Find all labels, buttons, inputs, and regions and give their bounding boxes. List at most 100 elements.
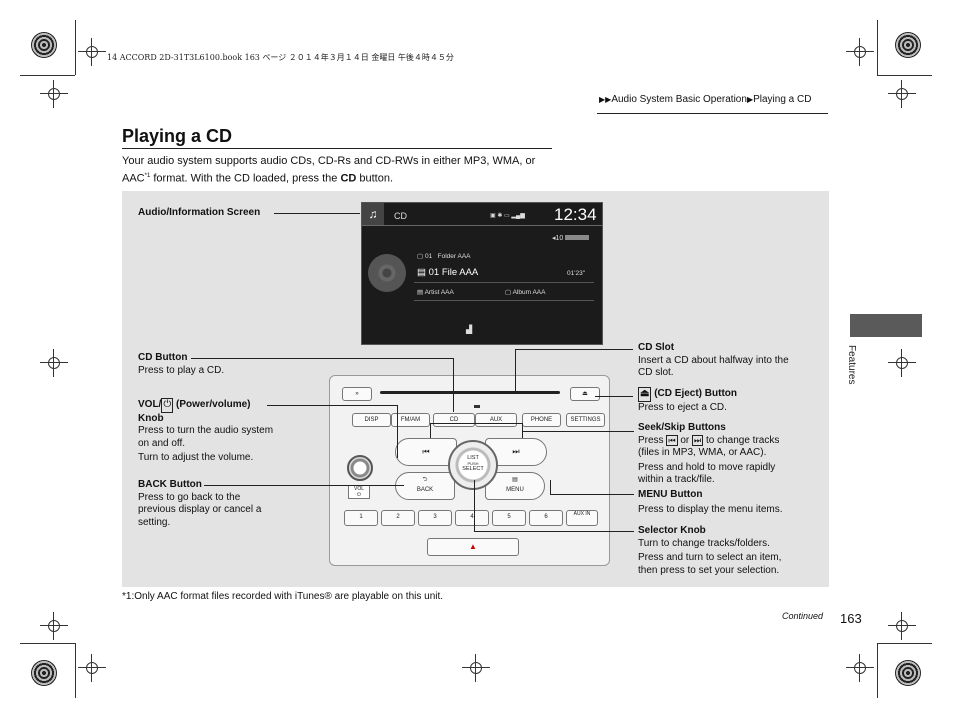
eject-icon: ⏏ (638, 387, 652, 402)
print-header: 14 ACCORD 2D-31T3L6100.book 163 ページ ２０１４… (107, 53, 454, 62)
page-title: Playing a CD (122, 126, 233, 146)
cd-button[interactable]: CD (433, 413, 475, 427)
screen-source: CD (394, 211, 407, 221)
screen-bottom-icon: ▟ (466, 325, 473, 334)
leader-line (515, 349, 516, 391)
skip-back-button[interactable]: ⏮ (395, 438, 457, 466)
preset-6-button[interactable]: 6 (529, 510, 563, 526)
status-icons: ▣ ✱ ▭ ▂▄▆ (490, 213, 525, 219)
registration-target-top-left (31, 32, 57, 58)
breadcrumb-separator: ▶ (746, 95, 754, 104)
header-rule (597, 113, 828, 114)
section-tab (850, 314, 922, 337)
preset-2-button[interactable]: 2 (381, 510, 415, 526)
skip-back-icon: ⏮ (666, 434, 678, 446)
crosshair-mark (40, 349, 68, 377)
intro-line-1: Your audio system supports audio CDs, CD… (122, 155, 536, 167)
leader-line (522, 423, 523, 438)
registration-target-bottom-left (31, 660, 57, 686)
breadcrumb-part-1: Audio System Basic Operation (611, 94, 747, 105)
screen-time: 12:34 (554, 205, 597, 224)
crop-line (877, 75, 932, 76)
row-divider (414, 300, 594, 301)
breadcrumb-part-2: Playing a CD (753, 94, 812, 105)
crosshair-mark (846, 654, 874, 682)
menu-icon: ▤ (512, 477, 518, 483)
label-eject-button: ⏏ (CD Eject) Button Press to eject a CD. (638, 387, 737, 413)
audio-head-unit: » ⏏ DISP FM/AM CD AUX PHONE SETTINGS ⏮ ⏭… (329, 375, 610, 566)
label-audio-screen: Audio/Information Screen (138, 207, 261, 218)
crosshair-mark (888, 349, 916, 377)
crosshair-mark (40, 612, 68, 640)
leader-line (191, 358, 453, 359)
selector-knob[interactable]: LIST PUSH SELECT (448, 440, 498, 490)
footnote-ref: *1 (144, 173, 151, 179)
volume-readout: ◂10 (552, 234, 590, 242)
leader-line (595, 396, 633, 397)
crosshair-mark (888, 612, 916, 640)
crop-line (20, 75, 75, 76)
leader-line (474, 480, 475, 531)
album-row: ▢ Album AAA (505, 289, 546, 296)
preset-3-button[interactable]: 3 (418, 510, 452, 526)
crop-line (20, 643, 75, 644)
crop-line (877, 643, 878, 698)
mode-button[interactable]: » (342, 387, 372, 401)
intro-line-2: AAC*1 format. With the CD loaded, press … (122, 172, 394, 185)
section-tab-label: Features (846, 345, 857, 385)
leader-line (474, 531, 634, 532)
leader-line (523, 431, 634, 432)
crop-line (75, 643, 76, 698)
power-icon: ⏻ (161, 398, 174, 413)
crosshair-mark (78, 654, 106, 682)
music-icon: ♫ (362, 203, 384, 225)
header-divider (362, 225, 602, 226)
slot-indicator (474, 405, 480, 408)
skip-forward-icon: ⏭ (692, 434, 704, 446)
label-menu-button: MENU Button Press to display the menu it… (638, 489, 783, 515)
crosshair-mark (40, 80, 68, 108)
leader-line (515, 349, 633, 350)
leader-line (397, 405, 398, 458)
leader-line (430, 423, 431, 438)
crosshair-mark (846, 38, 874, 66)
disp-button[interactable]: DISP (352, 413, 391, 427)
preset-1-button[interactable]: 1 (344, 510, 378, 526)
audio-information-screen: ♫ CD ▣ ✱ ▭ ▂▄▆ 12:34 ◂10 ▢ 01 Folder AAA… (361, 202, 603, 345)
preset-row: 1 2 3 4 5 6 AUX IN (344, 510, 598, 526)
crop-line (75, 20, 76, 75)
hazard-button[interactable]: ▲ (427, 538, 519, 556)
continued-label: Continued (782, 611, 824, 621)
phone-button[interactable]: PHONE (522, 413, 561, 427)
row-divider (414, 282, 594, 283)
crosshair-mark (888, 80, 916, 108)
preset-4-button[interactable]: 4 (455, 510, 489, 526)
leader-line (430, 423, 523, 424)
preset-5-button[interactable]: 5 (492, 510, 526, 526)
back-arrow-icon: ⮌ (422, 477, 428, 483)
volume-knob[interactable] (347, 455, 373, 481)
footnote: *1:Only AAC format files recorded with i… (122, 591, 444, 602)
intro-paragraph: Your audio system supports audio CDs, CD… (122, 154, 562, 187)
leader-line (453, 358, 454, 412)
breadcrumb-arrows: ▶▶ (599, 95, 612, 104)
crosshair-mark (78, 38, 106, 66)
label-selector-knob: Selector Knob Turn to change tracks/fold… (638, 525, 782, 576)
label-seek-buttons: Seek/Skip Buttons Press ⏮ or ⏭ to change… (638, 422, 780, 485)
fm-am-button[interactable]: FM/AM (391, 413, 430, 427)
leader-line (274, 213, 360, 214)
vol-label: VOL⏻ (348, 485, 370, 499)
eject-button[interactable]: ⏏ (570, 387, 600, 401)
settings-button[interactable]: SETTINGS (566, 413, 605, 427)
aux-in-port[interactable]: AUX IN (566, 510, 598, 526)
cd-slot[interactable] (380, 391, 560, 394)
aux-button[interactable]: AUX (475, 413, 517, 427)
page-number: 163 (840, 611, 862, 626)
leader-line (267, 405, 397, 406)
leader-line (550, 480, 551, 494)
disc-icon (368, 254, 406, 292)
back-button[interactable]: ⮌BACK (395, 472, 455, 500)
leader-line (204, 485, 404, 486)
cd-bold: CD (340, 172, 357, 185)
